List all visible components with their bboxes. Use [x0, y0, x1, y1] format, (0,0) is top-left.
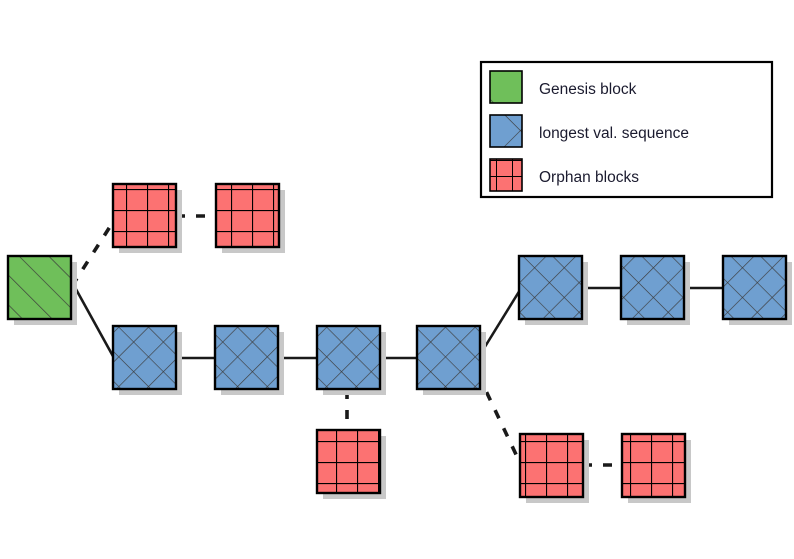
block-border [213, 324, 280, 391]
legend-label: longest val. sequence [539, 125, 689, 142]
block-fill-orphan [113, 184, 176, 247]
block-border [111, 324, 178, 391]
legend-swatch-border [489, 70, 523, 104]
legend-genesis: Genesis block [489, 70, 637, 104]
legend-valid: longest val. sequence [489, 114, 689, 148]
block-fill-valid [215, 326, 278, 389]
block-border [518, 432, 585, 499]
legend-swatch-valid [490, 115, 522, 147]
block-fill-valid [417, 326, 480, 389]
block-border [415, 324, 482, 391]
block-valid-1[interactable]: longest val. sequence [111, 324, 182, 395]
block-valid-4[interactable]: longest val. sequence [415, 324, 486, 395]
edge-genesis-to-valid-1 [70, 281, 116, 359]
legend-label: Genesis block [539, 81, 637, 98]
block-border [721, 254, 788, 321]
block-valid-2[interactable]: longest val. sequence [213, 324, 284, 395]
block-fill-orphan [622, 434, 685, 497]
block-border [517, 254, 584, 321]
block-fill-valid [519, 256, 582, 319]
edge-genesis-to-orphan-a1 [70, 221, 115, 287]
legend-swatch-genesis [490, 71, 522, 103]
block-border [620, 432, 687, 499]
block-valid-3[interactable]: longest val. sequence [315, 324, 386, 395]
legend-swatch-border [489, 114, 523, 148]
block-fill-valid [723, 256, 786, 319]
block-fill-orphan [317, 430, 380, 493]
legend-box-frame [479, 60, 774, 199]
block-orphan-b[interactable]: Orphan blocks [315, 428, 386, 499]
block-border [214, 182, 281, 249]
block-border [315, 324, 382, 391]
edge-valid-4-to-orphan-c1 [476, 373, 523, 466]
block-fill-orphan [216, 184, 279, 247]
legend-label: Orphan blocks [539, 169, 639, 186]
block-border [619, 254, 686, 321]
block-orphan-a2[interactable]: Orphan blocks [214, 182, 285, 253]
block-fill-valid [113, 326, 176, 389]
block-valid-6[interactable]: longest val. sequence [619, 254, 690, 325]
legend-swatch-border [489, 158, 523, 192]
block-valid-5[interactable]: longest val. sequence [517, 254, 588, 325]
block-border [315, 428, 382, 495]
block-valid-7[interactable]: longest val. sequence [721, 254, 792, 325]
block-genesis[interactable]: Genesis block [6, 254, 77, 325]
block-fill-orphan [520, 434, 583, 497]
block-fill-valid [621, 256, 684, 319]
block-fill-valid [317, 326, 380, 389]
block-border [6, 254, 73, 321]
block-orphan-c1[interactable]: Orphan blocks [518, 432, 589, 503]
legend-swatch-orphan [490, 159, 522, 191]
block-orphan-a1[interactable]: Orphan blocks [111, 182, 182, 253]
block-orphan-c2[interactable]: Orphan blocks [620, 432, 691, 503]
block-border [111, 182, 178, 249]
block-fill-genesis [8, 256, 71, 319]
legend-orphan: Orphan blocks [489, 158, 639, 192]
